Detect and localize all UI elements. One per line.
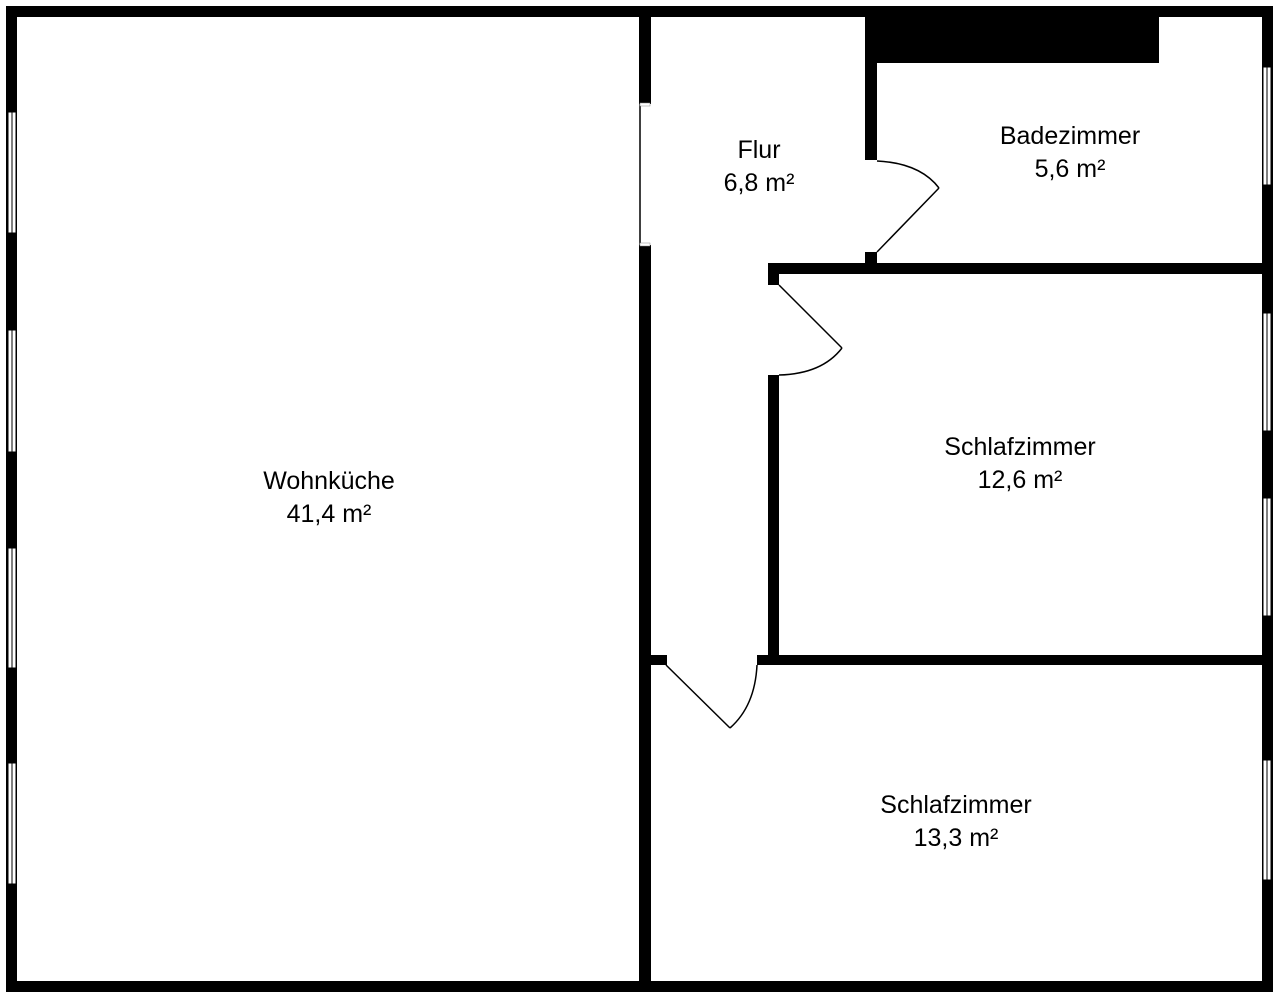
wall-stub-bottom-door	[645, 655, 667, 665]
window-right-1	[1262, 66, 1272, 186]
doors	[665, 160, 940, 729]
door-schlafzimmer-1[interactable]	[778, 284, 843, 376]
room-area: 13,3 m²	[913, 824, 999, 852]
window-right-4	[1262, 759, 1272, 881]
door-badezimmer[interactable]	[876, 160, 940, 253]
room-name: Wohnküche	[263, 467, 395, 495]
room-label-badezimmer: Badezimmer 5,6 m²	[1000, 120, 1140, 186]
wall-schlafzimmer-divider	[757, 655, 1266, 665]
door-schlafzimmer-2[interactable]	[665, 664, 758, 729]
windows	[7, 66, 1272, 885]
wall-flur-schlafzimmer	[768, 375, 779, 665]
room-name: Schlafzimmer	[944, 433, 1096, 461]
wall-wohnkueche-flur-lower	[639, 245, 651, 985]
room-label-flur: Flur 6,8 m²	[724, 134, 795, 200]
window-left-2	[7, 329, 17, 453]
window-left-4	[7, 762, 17, 885]
window-left-1	[7, 111, 17, 234]
room-area: 12,6 m²	[977, 466, 1063, 494]
room-area: 5,6 m²	[1034, 155, 1106, 183]
room-label-schlafzimmer-1: Schlafzimmer 12,6 m²	[944, 431, 1095, 497]
room-label-schlafzimmer-2: Schlafzimmer 13,3 m²	[880, 789, 1031, 855]
room-name: Badezimmer	[999, 122, 1141, 150]
room-name: Schlafzimmer	[880, 791, 1032, 819]
wall-flur-schlafzimmer-stub	[768, 263, 779, 285]
wall-bad-schlafzimmer	[768, 263, 1266, 274]
wall-wohnkueche-flur-upper	[639, 6, 651, 104]
room-name: Flur	[737, 136, 781, 164]
window-left-3	[7, 547, 17, 669]
room-label-wohnkueche: Wohnküche 41,4 m²	[263, 465, 395, 531]
window-right-2	[1262, 312, 1272, 432]
outer-wall-left	[6, 6, 17, 992]
wall-flur-bad-stub	[865, 252, 877, 266]
window-right-3	[1262, 497, 1272, 617]
shaft-block	[865, 6, 1159, 63]
outer-wall-bottom	[6, 981, 1273, 992]
room-area: 41,4 m²	[286, 500, 372, 528]
room-area: 6,8 m²	[723, 169, 795, 197]
